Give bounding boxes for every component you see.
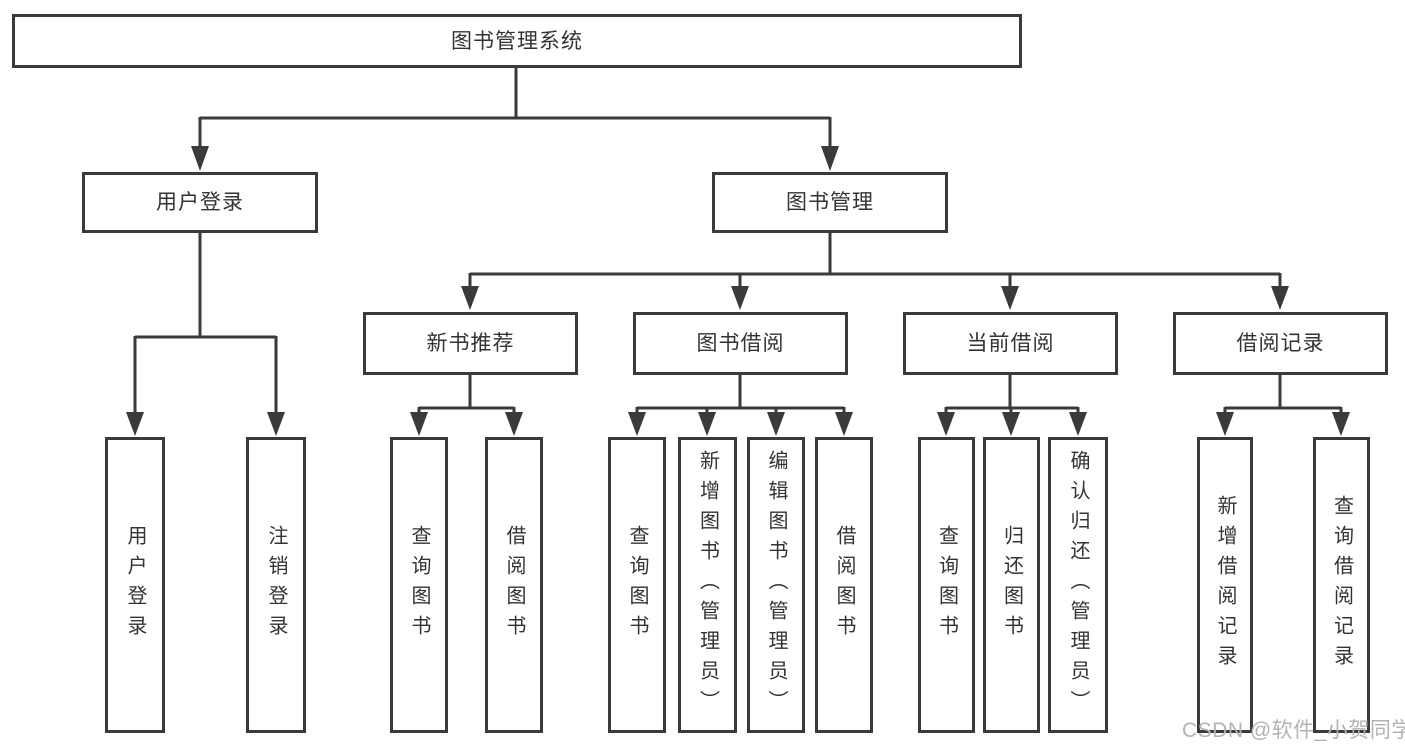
node-label: 查询图书 [626,525,648,645]
node-label: 查询图书 [935,525,958,645]
connector-current-borrow-children [944,375,1080,414]
node-label: 图书管理 [786,191,874,214]
connector-borrow-record-children [1223,375,1343,414]
leaf-borrow-books-recommend: 借阅图书 [485,437,543,733]
node-label: 借阅记录 [1236,332,1325,355]
leaf-query-books-borrowing: 查询图书 [608,437,666,733]
node-user-login: 用户登录 [82,172,318,233]
connector-root-to-level2 [198,68,832,150]
leaf-add-borrowing-record: 新增借阅记录 [1197,437,1253,733]
node-label: 注销登录 [265,525,287,645]
leaf-query-books-recommend: 查询图书 [390,437,448,733]
node-label: 新增图书（管理员） [696,450,719,720]
node-borrowing-records: 借阅记录 [1173,312,1388,375]
connector-user-login-children [133,233,278,416]
leaf-borrow-books-borrowing: 借阅图书 [815,437,873,733]
leaf-logout: 注销登录 [246,437,306,733]
node-label: 用户登录 [156,191,244,214]
leaf-edit-books-admin: 编辑图书（管理员） [747,437,805,733]
node-new-book-recommend: 新书推荐 [363,312,578,375]
arrowheads-user-login-children [126,412,285,436]
node-label: 用户登录 [124,525,146,645]
node-label: 图书借阅 [696,332,785,355]
node-root-library-management-system: 图书管理系统 [12,14,1022,68]
node-label: 归还图书 [1000,525,1023,645]
node-label: 当前借阅 [966,332,1055,355]
node-label: 借阅图书 [833,525,855,645]
node-label: 确认归还（管理员） [1067,450,1089,720]
node-label: 借阅图书 [503,525,525,645]
node-label: 编辑图书（管理员） [765,450,787,720]
leaf-query-books-current: 查询图书 [918,437,975,733]
node-label: 图书管理系统 [451,29,583,53]
node-label: 新书推荐 [426,332,515,355]
leaf-confirm-return-admin: 确认归还（管理员） [1048,437,1108,733]
connector-book-management-children [468,233,1282,290]
csdn-watermark: CSDN @软件_小贺同学 [1182,719,1405,742]
arrowheads-level3 [461,286,1289,310]
node-book-borrowing: 图书借阅 [633,312,848,375]
node-label: 查询借阅记录 [1330,495,1353,675]
node-label: 查询图书 [408,525,430,645]
connector-new-book-children [417,375,516,414]
node-current-borrowing: 当前借阅 [903,312,1118,375]
leaf-add-books-admin: 新增图书（管理员） [678,437,737,733]
node-book-management: 图书管理 [712,172,948,233]
arrowheads-leaf-nodes [410,412,1350,436]
node-label: 新增借阅记录 [1214,495,1236,675]
leaf-query-borrowing-record: 查询借阅记录 [1313,437,1370,733]
leaf-user-login: 用户登录 [105,437,165,733]
arrowheads-level2 [191,146,839,171]
leaf-return-books: 归还图书 [983,437,1040,733]
connector-book-borrow-children [635,375,846,414]
